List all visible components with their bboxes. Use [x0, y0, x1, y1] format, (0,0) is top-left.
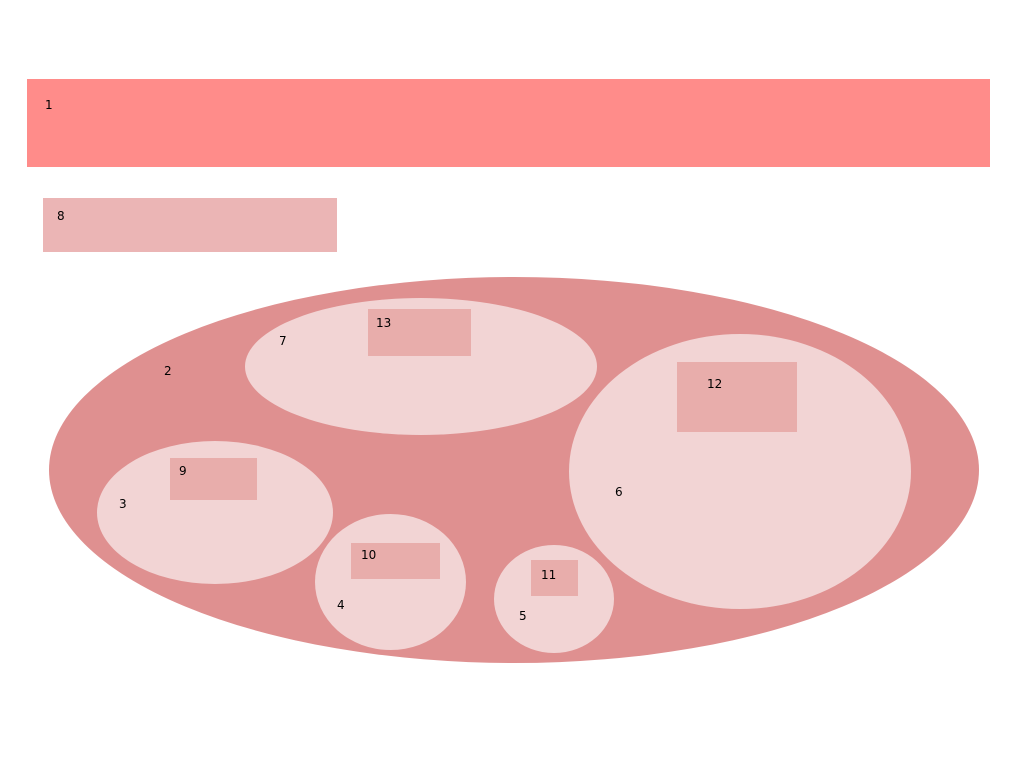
region-2-label: 2 [164, 364, 172, 378]
region-8-label: 8 [57, 209, 65, 223]
region-13-box [368, 309, 471, 356]
region-3-label: 3 [119, 497, 127, 511]
region-4-label: 4 [337, 598, 345, 612]
region-9-label: 9 [179, 464, 187, 478]
region-10-box [351, 543, 440, 579]
region-12-box [677, 362, 797, 432]
region-5-label: 5 [519, 609, 527, 623]
region-7-label: 7 [279, 334, 287, 348]
region-13-label: 13 [376, 316, 392, 330]
region-1-label: 1 [45, 98, 53, 112]
region-6-label: 6 [615, 485, 623, 499]
region-1-banner [27, 79, 990, 167]
region-10-label: 10 [361, 548, 377, 562]
region-9-box [170, 458, 257, 500]
region-11-box [531, 560, 578, 596]
region-4-ellipse [315, 514, 466, 650]
region-11-label: 11 [541, 568, 557, 582]
region-12-label: 12 [707, 377, 723, 391]
region-8-bar [43, 198, 337, 252]
